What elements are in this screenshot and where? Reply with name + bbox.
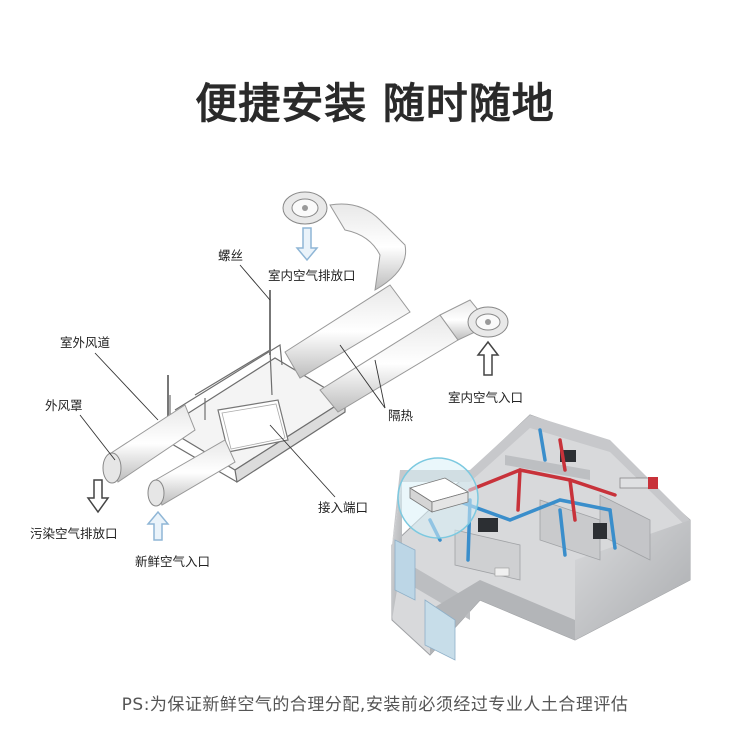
label-indoor-intake: 室内空气入口 xyxy=(448,390,523,405)
access-port-panel xyxy=(217,399,289,453)
footnote-text: PS:为保证新鲜空气的合理分配,安装前必须经过专业人土合理评估 xyxy=(121,695,629,715)
label-screw: 螺丝 xyxy=(218,248,243,263)
leader-lines xyxy=(79,264,386,498)
house-duct-outlet xyxy=(619,477,658,489)
outdoor-duct-lower xyxy=(147,439,236,507)
label-indoor-exhaust: 室内空气排放口 xyxy=(268,268,356,283)
arrow-indoor-intake xyxy=(476,340,500,376)
indoor-duct-intake xyxy=(319,299,509,413)
label-outdoor-duct: 室外风道 xyxy=(60,335,111,350)
label-port: 接入端口 xyxy=(318,500,368,515)
page-title: 便捷安装 随时随地 xyxy=(195,79,555,128)
indoor-duct-exhaust xyxy=(282,191,411,379)
house-duct-hot xyxy=(468,438,617,522)
arrow-indoor-exhaust xyxy=(295,227,319,262)
label-fresh-intake: 新鲜空气入口 xyxy=(135,554,210,569)
arrow-fresh-intake xyxy=(146,510,170,541)
label-insulation: 隔热 xyxy=(388,408,414,423)
unit-highlight xyxy=(397,457,479,539)
label-polluted-exhaust: 污染空气排放口 xyxy=(30,526,118,541)
outdoor-duct-upper xyxy=(102,404,196,484)
label-outer-hood: 外风罩 xyxy=(45,398,83,413)
arrow-polluted-exhaust xyxy=(86,479,110,514)
